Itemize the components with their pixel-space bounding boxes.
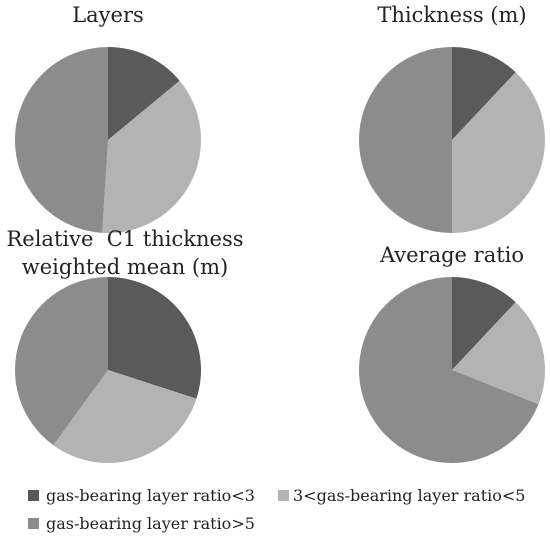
chart-title-relative-c1-thickness: Relative C1 thickness weighted mean (m) [6, 227, 243, 279]
pie-slice-thickness-ratio-above-5 [359, 47, 452, 233]
legend-swatch-ratio-above-5 [28, 518, 39, 529]
pie-slice-average-ratio-ratio-3-to-5 [452, 302, 545, 405]
pie-slice-thickness-ratio-3-to-5 [452, 72, 545, 234]
legend-label-ratio-below-3: gas-bearing layer ratio<3 [46, 486, 255, 505]
chart-title-line: Average ratio [379, 243, 524, 267]
chart-title-line: Thickness (m) [377, 3, 526, 27]
chart-title-thickness: Thickness (m) [377, 3, 526, 27]
pie-slice-layers-ratio-above-5 [14, 46, 109, 233]
chart-title-line: Layers [72, 3, 144, 27]
legend: gas-bearing layer ratio<3 3<gas-bearing … [28, 486, 525, 533]
legend-swatch-ratio-below-3 [28, 490, 39, 501]
legend-label-ratio-above-5: gas-bearing layer ratio>5 [46, 514, 255, 533]
pie-chart-thickness: Thickness (m) [359, 3, 545, 234]
pie-slice-relative-c1-thickness-ratio-above-5 [15, 277, 109, 446]
chart-title-average-ratio: Average ratio [379, 243, 524, 267]
legend-label-ratio-3-to-5: 3<gas-bearing layer ratio<5 [293, 486, 525, 505]
legend-swatch-ratio-3-to-5 [278, 490, 289, 501]
pie-chart-layers: Layers [14, 3, 202, 234]
chart-title-line: weighted mean (m) [22, 255, 228, 279]
pie-chart-relative-c1-thickness: Relative C1 thickness weighted mean (m) [6, 227, 244, 464]
pie-slice-relative-c1-thickness-ratio-below-3 [108, 277, 202, 399]
chart-title-layers: Layers [72, 3, 144, 27]
legend-item-ratio-above-5: gas-bearing layer ratio>5 [28, 514, 255, 533]
chart-title-line: Relative C1 thickness [6, 227, 243, 251]
pie-slice-relative-c1-thickness-ratio-3-to-5 [53, 370, 197, 464]
pie-chart-average-ratio: Average ratio [359, 243, 545, 463]
pie-slice-layers-ratio-3-to-5 [102, 80, 202, 234]
charts-layer: Layers Thickness (m) Relative C1 thickness… [6, 3, 545, 464]
pie-slice-layers-ratio-below-3 [108, 47, 180, 140]
pie-slice-average-ratio-ratio-above-5 [359, 277, 539, 463]
pie-slice-thickness-ratio-below-3 [452, 47, 516, 140]
pie-slice-average-ratio-ratio-below-3 [452, 277, 516, 370]
legend-item-ratio-3-to-5: 3<gas-bearing layer ratio<5 [278, 486, 525, 505]
legend-item-ratio-below-3: gas-bearing layer ratio<3 [28, 486, 255, 505]
